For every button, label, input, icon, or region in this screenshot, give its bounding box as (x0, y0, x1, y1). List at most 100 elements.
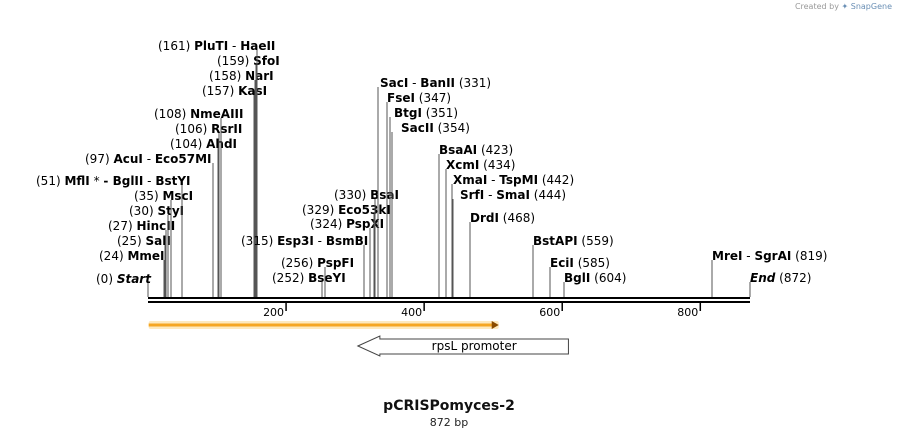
feature-arrow-head (491, 321, 499, 329)
site-position: (354) (438, 121, 470, 135)
site-srfi[interactable]: SrfI - SmaI (444) (452, 188, 566, 297)
site-name-part: MreI (712, 249, 742, 263)
site-position: (108) (154, 107, 186, 121)
site-start[interactable]: (0) Start (96, 272, 152, 297)
site-bgli[interactable]: BglI (604) (563, 271, 626, 297)
site-label: (25) SalI (117, 234, 171, 248)
site-label: (252) BseYI (272, 271, 346, 285)
rpsl-promoter-feature[interactable] (356, 335, 569, 357)
site-sali[interactable]: (25) SalI (117, 234, 171, 297)
site-name-part: HaeII (240, 39, 275, 53)
site-name-part: EciI (550, 256, 574, 270)
site-name-part: Esp3I (277, 234, 314, 248)
site-label: BstAPI (559) (533, 234, 614, 248)
site-btgi[interactable]: BtgI (351) (389, 106, 458, 297)
site-bseyi[interactable]: (252) BseYI (272, 271, 346, 297)
site-label: (51) MflI * - BglII - BstYI (36, 174, 191, 188)
site-mrei[interactable]: MreI - SgrAI (819) (711, 249, 827, 297)
plasmid-title: pCRISPomyces-2 (383, 398, 515, 414)
site-pluti[interactable]: (161) PluTI - HaeII (158, 39, 275, 297)
site-xmai[interactable]: XmaI - TspMI (442) (451, 173, 574, 297)
site-position: (604) (594, 271, 626, 285)
site-position: (51) (36, 174, 61, 188)
site-name-part: SalI (145, 234, 170, 248)
site-position: (157) (202, 84, 234, 98)
site-label: FseI (347) (387, 91, 451, 105)
site-name-part: End (750, 271, 776, 285)
site-name-part: BstAPI (533, 234, 578, 248)
ruler-tick-label: 400 (401, 306, 422, 319)
site-name-part: SacII (401, 121, 434, 135)
site-name-part: - (408, 76, 420, 90)
site-name-part: MflI (64, 174, 89, 188)
feature-label: rpsL promoter (432, 339, 517, 353)
site-name-part: - (143, 152, 155, 166)
site-position: (25) (117, 234, 142, 248)
site-position: (872) (779, 271, 811, 285)
site-name-part: BtgI (394, 106, 422, 120)
site-ecii[interactable]: EciI (585) (549, 256, 610, 297)
site-name-part: MmeI (127, 249, 164, 263)
site-esp3i[interactable]: (315) Esp3I - BsmBI (241, 234, 368, 297)
site-acui[interactable]: (97) AcuI - Eco57MI (85, 152, 214, 297)
site-mmei[interactable]: (24) MmeI (99, 249, 165, 297)
site-drdi[interactable]: DrdI (468) (469, 211, 535, 297)
site-name-part: RsrII (211, 122, 242, 136)
site-position: (315) (241, 234, 273, 248)
site-position: (324) (310, 217, 342, 231)
site-rsrii[interactable]: (106) RsrII (175, 122, 242, 297)
site-label: BsaAI (423) (439, 143, 513, 157)
site-name-part: HincII (136, 219, 175, 233)
site-position: (468) (503, 211, 535, 225)
site-bstapi[interactable]: BstAPI (559) (532, 234, 614, 297)
site-nmeaiii[interactable]: (108) NmeAIII (154, 107, 243, 297)
site-name-part: BsaAI (439, 143, 477, 157)
site-msci[interactable]: (35) MscI (134, 189, 193, 297)
site-name-part: BstYI (155, 174, 190, 188)
site-saci[interactable]: SacI - BanII (331) (377, 76, 491, 297)
ruler-tick-label: 800 (677, 306, 698, 319)
site-name-part: TspMI (499, 173, 538, 187)
site-label: (157) KasI (202, 84, 267, 98)
site-nari[interactable]: (158) NarI (209, 69, 274, 297)
site-position: (423) (481, 143, 513, 157)
site-label: (158) NarI (209, 69, 274, 83)
site-name-part: - (143, 174, 155, 188)
site-kasi[interactable]: (157) KasI (202, 84, 267, 297)
site-label: (330) BsaI (334, 188, 399, 202)
site-hincii[interactable]: (27) HincII (108, 219, 175, 297)
site-position: (30) (129, 204, 154, 218)
site-name-part: PspFI (317, 256, 354, 270)
site-ahdi[interactable]: (104) AhdI (170, 137, 237, 297)
site-fsei[interactable]: FseI (347) (386, 91, 451, 297)
credit-brand: SnapGene (850, 2, 892, 11)
site-position: (97) (85, 152, 110, 166)
site-position: (106) (175, 122, 207, 136)
site-label: (104) AhdI (170, 137, 237, 151)
site-name-part: - (228, 39, 240, 53)
site-name-part: Eco57MI (155, 152, 212, 166)
site-name-part: DrdI (470, 211, 499, 225)
site-sacii[interactable]: SacII (354) (391, 121, 470, 297)
site-sfoi[interactable]: (159) SfoI (217, 54, 280, 297)
site-label: XmaI - TspMI (442) (453, 173, 574, 187)
site-label: (324) PspXI (310, 217, 384, 231)
site-name-part: NmeAIII (190, 107, 243, 121)
site-name-part: FseI (387, 91, 415, 105)
site-label: (27) HincII (108, 219, 175, 233)
ruler-tick-label: 600 (539, 306, 560, 319)
site-label: (106) RsrII (175, 122, 242, 136)
site-label: (24) MmeI (99, 249, 165, 263)
site-label: (161) PluTI - HaeII (158, 39, 275, 53)
site-pspfi[interactable]: (256) PspFI (281, 256, 354, 297)
site-bsaai[interactable]: BsaAI (423) (438, 143, 513, 297)
site-name-part: BglI (564, 271, 590, 285)
site-label: (97) AcuI - Eco57MI (85, 152, 212, 166)
site-position: (161) (158, 39, 190, 53)
site-xcmi[interactable]: XcmI (434) (445, 158, 515, 297)
site-position: (330) (334, 188, 366, 202)
site-name-part: MscI (162, 189, 193, 203)
site-mfli[interactable]: (51) MflI * - BglII - BstYI (36, 174, 191, 297)
site-end[interactable]: End (872) (749, 271, 811, 297)
